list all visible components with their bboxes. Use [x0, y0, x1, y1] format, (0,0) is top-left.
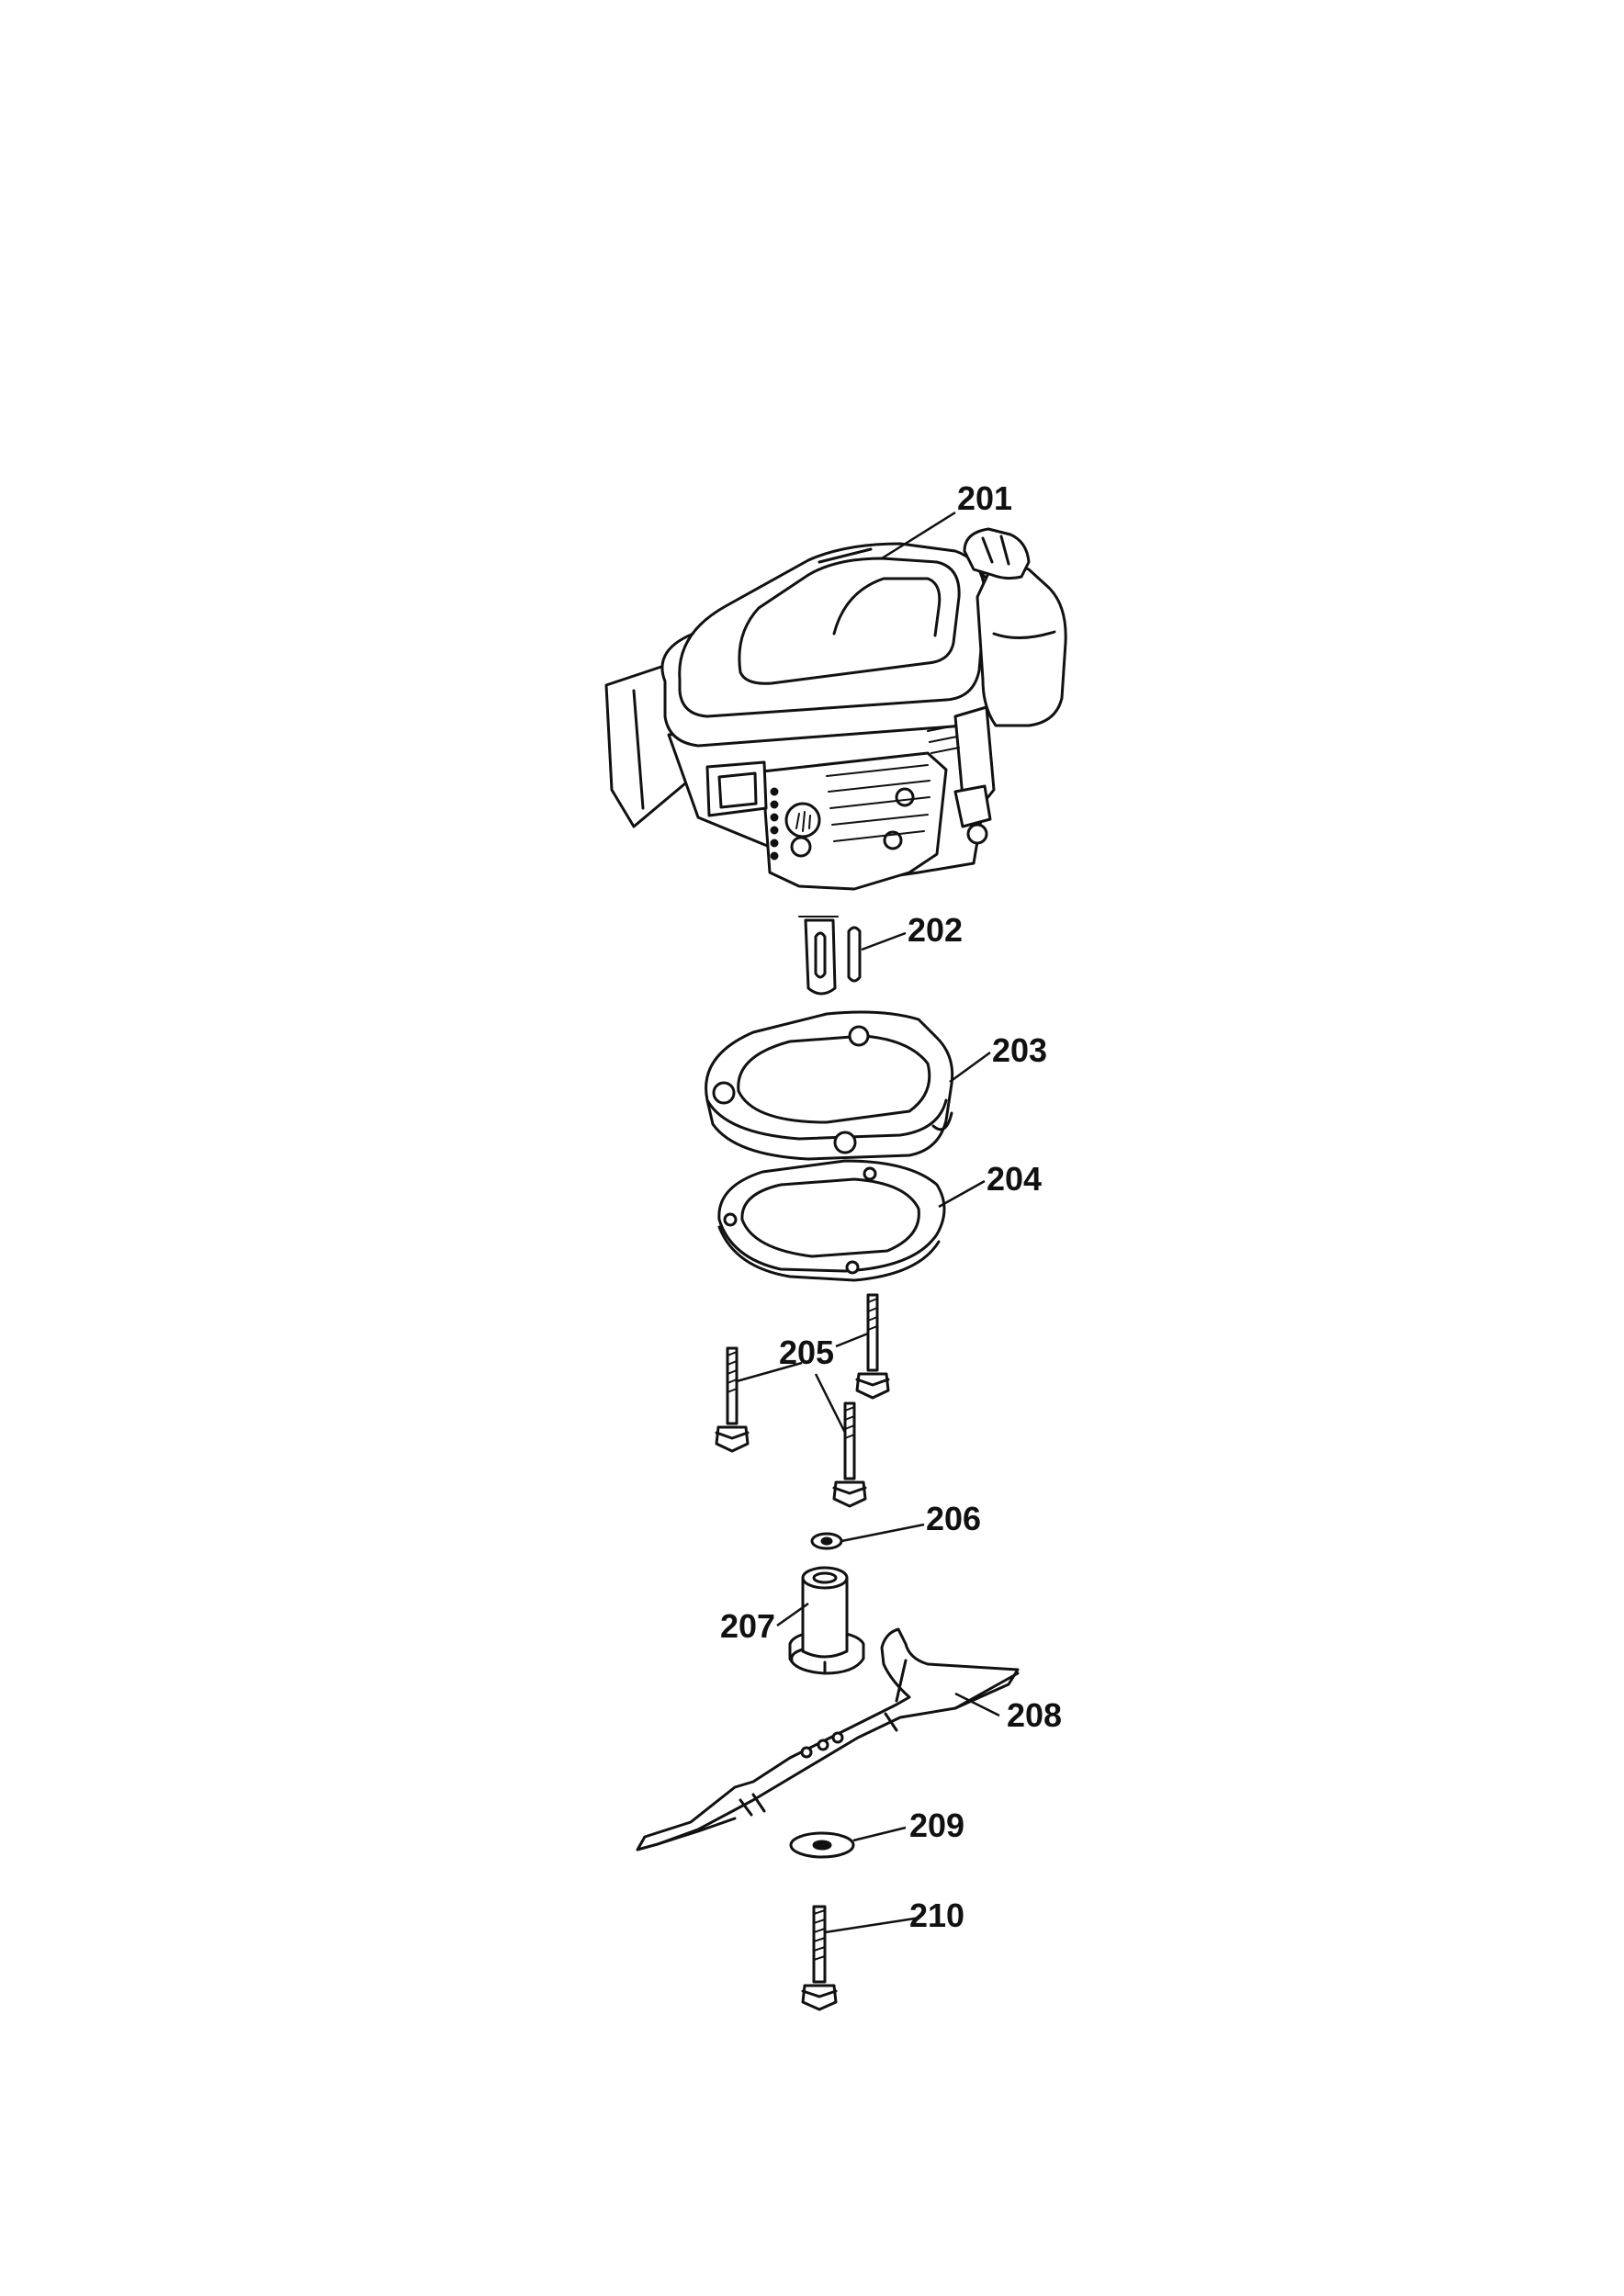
- callout-201: 201: [957, 479, 1012, 517]
- callout-208: 208: [1007, 1696, 1062, 1734]
- leader-204: [938, 1179, 986, 1209]
- callout-labels: 201 202 203 204 205 206 207 208 209 210: [720, 479, 1062, 1934]
- washer-part-206[interactable]: [810, 1532, 843, 1550]
- leader-203: [949, 1051, 991, 1084]
- callout-202: 202: [908, 911, 963, 949]
- leader-lines: [736, 511, 1000, 1934]
- leader-210: [824, 1916, 921, 1934]
- engine-part-201[interactable]: [604, 527, 1067, 891]
- callout-203: 203: [992, 1031, 1047, 1069]
- flange-ring-part-203[interactable]: [705, 1010, 954, 1161]
- engine-vent-dots: [770, 787, 779, 861]
- adapter-tube: [801, 1576, 849, 1659]
- leader-205a: [736, 1361, 803, 1383]
- woodruff-key: [847, 926, 862, 983]
- leader-205b: [835, 1332, 869, 1348]
- leader-208: [954, 1692, 1000, 1717]
- blade-bolt-part-210[interactable]: [801, 1905, 838, 2011]
- mower-blade: [636, 1627, 1020, 1851]
- leader-209: [852, 1826, 907, 1842]
- gasket-part-204[interactable]: [717, 1159, 946, 1282]
- engine-fuel-tank: [976, 564, 1067, 727]
- leader-205c: [814, 1373, 847, 1434]
- crankshaft-end: [804, 918, 837, 996]
- leader-206: [840, 1523, 925, 1543]
- engine-starter-box: [705, 760, 768, 817]
- callout-209: 209: [909, 1806, 964, 1844]
- callout-206: 206: [926, 1500, 981, 1537]
- key-part-202[interactable]: [798, 916, 862, 996]
- callout-204: 204: [987, 1160, 1042, 1198]
- flange-ring-inner: [737, 1034, 931, 1124]
- engine-air-filter-cover: [738, 557, 961, 685]
- engine-fuel-cap: [963, 527, 1031, 580]
- callout-210: 210: [909, 1896, 964, 1934]
- leader-207: [776, 1602, 809, 1627]
- blade-adapter-part-207[interactable]: [788, 1566, 865, 1675]
- bolt-left: [715, 1346, 750, 1453]
- gasket-inner: [740, 1177, 920, 1258]
- engine-front-block: [761, 751, 948, 891]
- bolt-right: [855, 1293, 890, 1400]
- callout-205: 205: [779, 1334, 834, 1371]
- bolt-center: [832, 1401, 867, 1508]
- blade-part-208[interactable]: [636, 1627, 1020, 1851]
- washer-part-209[interactable]: [789, 1831, 855, 1859]
- bolts-part-205[interactable]: [715, 1293, 890, 1508]
- leader-201: [881, 511, 956, 560]
- leader-202: [861, 931, 907, 951]
- callout-207: 207: [720, 1607, 775, 1645]
